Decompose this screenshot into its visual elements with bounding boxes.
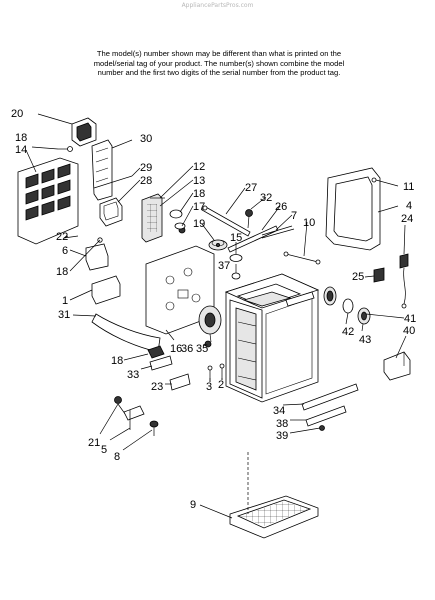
callout-6: 6 (62, 245, 68, 257)
callout-43: 43 (359, 334, 371, 346)
part-duct-30 (91, 139, 113, 201)
callout-18: 18 (56, 266, 68, 278)
callout-15: 15 (230, 232, 242, 244)
part-switch-15 (229, 254, 243, 280)
part-hinge-33 (147, 345, 191, 391)
callout-11: 11 (403, 181, 414, 193)
callout-39: 39 (276, 430, 288, 442)
callout-38: 38 (276, 418, 288, 430)
callout-37: 37 (218, 260, 230, 272)
callout-7: 7 (291, 210, 297, 222)
callout-40: 40 (403, 325, 415, 337)
part-slide-38 (305, 405, 347, 431)
part-vent-1 (91, 275, 121, 305)
note-line: model/serial tag of your product. The nu… (93, 58, 345, 68)
part-wire-7 (261, 225, 295, 239)
callout-1: 1 (62, 295, 68, 307)
callout-10: 10 (303, 217, 315, 229)
part-harness-24 (399, 253, 409, 309)
callout-12: 12 (193, 161, 205, 173)
part-gasket-4 (325, 167, 381, 251)
callout-9: 9 (190, 499, 196, 511)
callout-26: 26 (275, 201, 287, 213)
part-sensor-32 (245, 209, 253, 229)
part-screw (58, 146, 73, 152)
callout-4: 4 (406, 200, 412, 212)
part-fan-19 (208, 239, 228, 251)
callout-36: 36 (181, 343, 193, 355)
part-knobs-41-43 (323, 286, 371, 325)
callout-20: 20 (11, 108, 23, 120)
callout-16: 16 (170, 343, 182, 355)
callout-13: 13 (193, 175, 205, 187)
callout-22: 22 (56, 231, 68, 243)
callout-labels: 20 18 14 30 29 28 12 13 18 17 19 27 32 2… (11, 108, 416, 511)
part-plate-28 (99, 197, 123, 227)
callout-33: 33 (127, 369, 139, 381)
part-rail-34 (301, 383, 359, 411)
watermark: AppliancePartsPros.com (181, 2, 254, 9)
callout-19: 19 (193, 218, 205, 230)
parts-artwork (17, 117, 411, 539)
model-note: The model(s) number shown may be differe… (60, 49, 378, 78)
part-bracket-40 (383, 351, 411, 381)
part-clip-17 (169, 209, 186, 234)
callout-28: 28 (140, 175, 152, 187)
callout-18: 18 (15, 132, 27, 144)
callout-29: 29 (140, 162, 152, 174)
part-oven-cavity (224, 273, 320, 403)
part-motor-35 (204, 340, 212, 348)
leader-lines (25, 113, 407, 519)
note-line: number and the first two digits of the s… (97, 68, 341, 78)
part-screw (371, 177, 377, 183)
callout-5: 5 (101, 444, 107, 456)
callout-14: 14 (15, 144, 27, 156)
callout-35: 35 (196, 343, 208, 355)
callout-8: 8 (114, 451, 120, 463)
part-rail-27 (201, 205, 251, 237)
callout-3: 3 (206, 381, 212, 393)
callout-21: 21 (88, 437, 100, 449)
callout-18: 18 (111, 355, 123, 367)
note-line: The model(s) number shown may be differe… (96, 49, 342, 58)
callout-41: 41 (404, 313, 416, 325)
part-base-9 (229, 452, 319, 539)
part-bracket-6 (85, 243, 109, 271)
callout-18: 18 (193, 188, 205, 200)
callout-24: 24 (401, 213, 413, 225)
part-fan-36 (198, 305, 222, 335)
part-screw (63, 235, 79, 239)
callout-23: 23 (151, 381, 163, 393)
part-control-board-12 (141, 193, 165, 243)
part-rod-29 (93, 175, 133, 189)
callout-31: 31 (58, 309, 70, 321)
callout-2: 2 (218, 379, 224, 391)
part-rear-panel-14 (17, 157, 79, 245)
callout-25: 25 (352, 271, 364, 283)
callout-42: 42 (342, 326, 354, 338)
callout-27: 27 (245, 182, 257, 194)
callout-30: 30 (140, 133, 152, 145)
part-hinge-21 (114, 396, 159, 436)
part-bracket-20 (71, 117, 97, 147)
callout-32: 32 (260, 192, 272, 204)
part-clip-25 (373, 267, 385, 283)
callout-17: 17 (193, 201, 205, 213)
part-probe-10 (283, 251, 321, 265)
callout-34: 34 (273, 405, 285, 417)
